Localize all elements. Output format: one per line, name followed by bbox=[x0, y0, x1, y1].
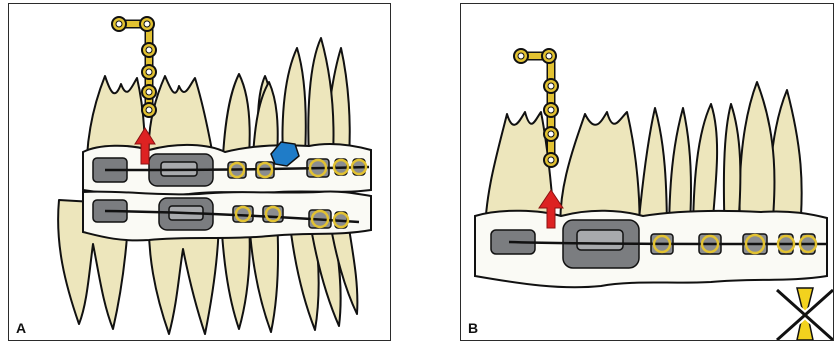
panel-label-b: B bbox=[468, 320, 478, 336]
dentition-illustration-b bbox=[461, 4, 833, 340]
crossed-out-icon bbox=[777, 288, 833, 340]
panel-b: B bbox=[460, 3, 834, 341]
upper-posterior-teeth bbox=[87, 74, 278, 156]
panel-label-a: A bbox=[16, 320, 26, 336]
panel-a: A bbox=[8, 3, 391, 341]
dentition-illustration-a bbox=[9, 4, 390, 340]
